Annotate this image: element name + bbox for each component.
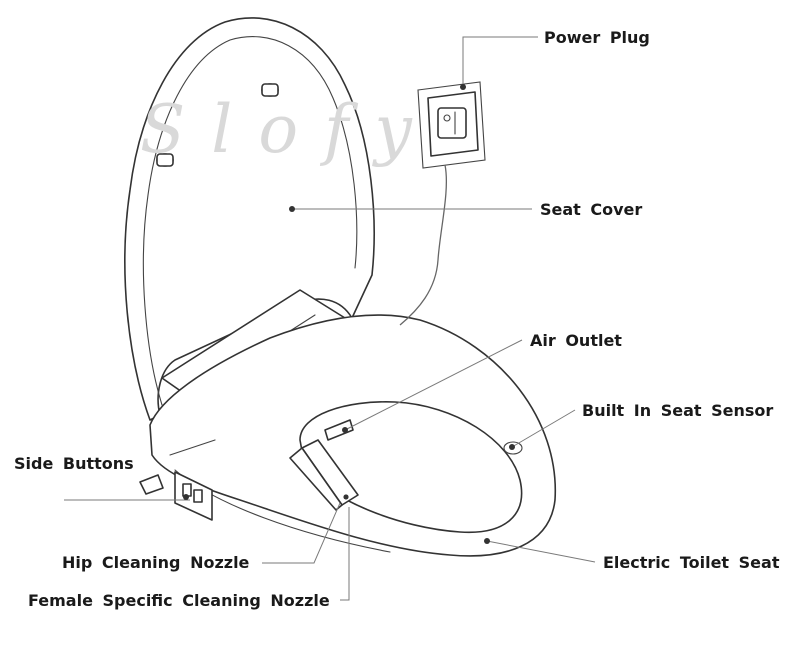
label-power-plug: Power Plug: [544, 28, 650, 47]
seat-sensor-shape: [503, 441, 523, 455]
air-outlet-vent: [324, 419, 354, 441]
lid-bumpers: [156, 83, 279, 167]
label-electric-toilet-seat: Electric Toilet Seat: [603, 553, 780, 572]
label-built-in-seat-sensor: Built In Seat Sensor: [582, 401, 773, 420]
power-cord: [399, 164, 448, 326]
label-hip-cleaning-nozzle: Hip Cleaning Nozzle: [62, 553, 250, 572]
labels: Power Plug Seat Cover Air Outlet Built I…: [14, 28, 780, 610]
watermark: Slofy: [140, 91, 438, 168]
power-plug-unit: [417, 81, 486, 169]
side-panel: [139, 471, 213, 521]
label-air-outlet: Air Outlet: [530, 331, 622, 350]
label-seat-cover: Seat Cover: [540, 200, 642, 219]
seat-cover-inner: [142, 36, 358, 406]
label-female-specific-cleaning-nozzle: Female Specific Cleaning Nozzle: [28, 591, 330, 610]
seat-opening: [299, 401, 523, 534]
illustration: [124, 17, 557, 557]
callouts: [64, 36, 596, 601]
nozzle-arm: [289, 439, 359, 511]
label-side-buttons: Side Buttons: [14, 454, 134, 473]
